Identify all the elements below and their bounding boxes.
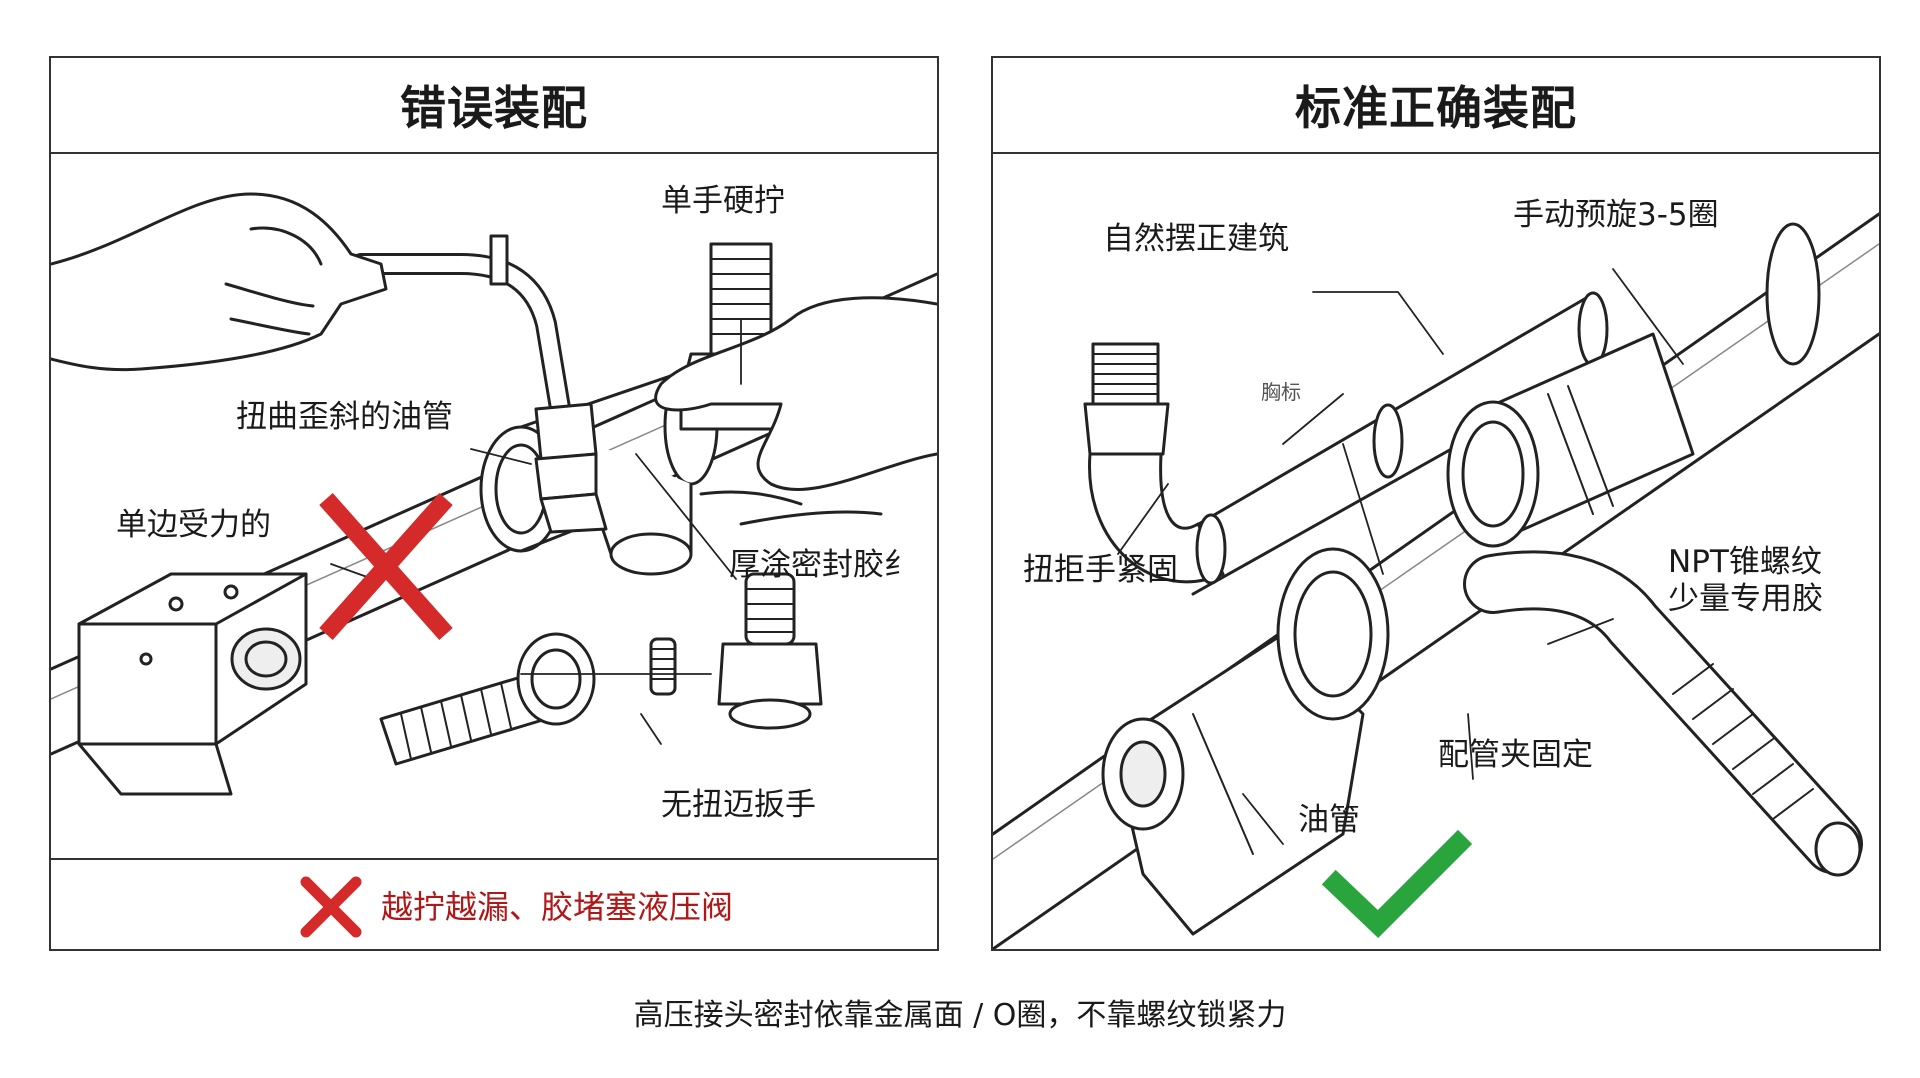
elbow-fitting (1083, 342, 1227, 585)
label-wrench-tighten: 扭拒手紧固 (1023, 552, 1178, 588)
footer-note: 高压接头密封依靠金属面 / O圈，不靠螺纹锁紧力 (633, 998, 1287, 1033)
wrong-assembly-illustration (51, 192, 937, 796)
mounting-block (77, 572, 308, 796)
wrong-mark-icon (319, 493, 453, 640)
left-collar (1101, 547, 1390, 936)
label-twisted-hose: 扭曲歪斜的油管 (236, 399, 453, 435)
correct-check-icon (1321, 829, 1473, 938)
label-one-side-force: 单边受力的 (116, 507, 271, 543)
right-leader-lines (1117, 268, 1684, 845)
small-spring (649, 637, 677, 696)
label-thick-sealant: 厚涂密封胶纟 (729, 547, 915, 583)
label-no-torque-wrench: 无扭迈扳手 (661, 787, 816, 823)
correct-assembly-panel: 标准正确装配 (991, 56, 1881, 951)
wrong-assembly-panel: 错误装配 (49, 56, 939, 951)
label-natural-align: 自然摆正建筑 (1103, 221, 1289, 257)
label-hose: 油管 (1298, 802, 1360, 838)
loose-bolt-large (379, 632, 596, 766)
warning-bar: 越拧越漏、胶堵塞液压阀 (51, 858, 937, 949)
wrong-assembly-title: 错误装配 (51, 58, 937, 154)
left-hand (51, 192, 388, 372)
label-npt-sealant: 少量专用胶 (1668, 581, 1823, 617)
label-garbled: 胸标 (1261, 380, 1301, 404)
right-collar (1446, 222, 1821, 548)
upper-pipe (1171, 291, 1609, 596)
label-one-hand-force: 单手硬拧 (661, 183, 785, 219)
right-hand (654, 296, 937, 526)
correct-assembly-illustration (993, 212, 1879, 949)
label-npt-thread: NPT锥螺纹 (1668, 544, 1822, 580)
correct-assembly-title: 标准正确装配 (993, 58, 1879, 154)
twisted-hose (350, 234, 608, 534)
label-pre-rotate: 手动预旋3-5圈 (1513, 197, 1719, 233)
warning-text: 越拧越漏、胶堵塞液压阀 (381, 888, 734, 926)
warning-x-icon (300, 876, 362, 938)
label-clamp-fix: 配管夹固定 (1438, 737, 1593, 773)
loose-bolt-small (717, 572, 823, 730)
branch-hose (1463, 550, 1863, 877)
